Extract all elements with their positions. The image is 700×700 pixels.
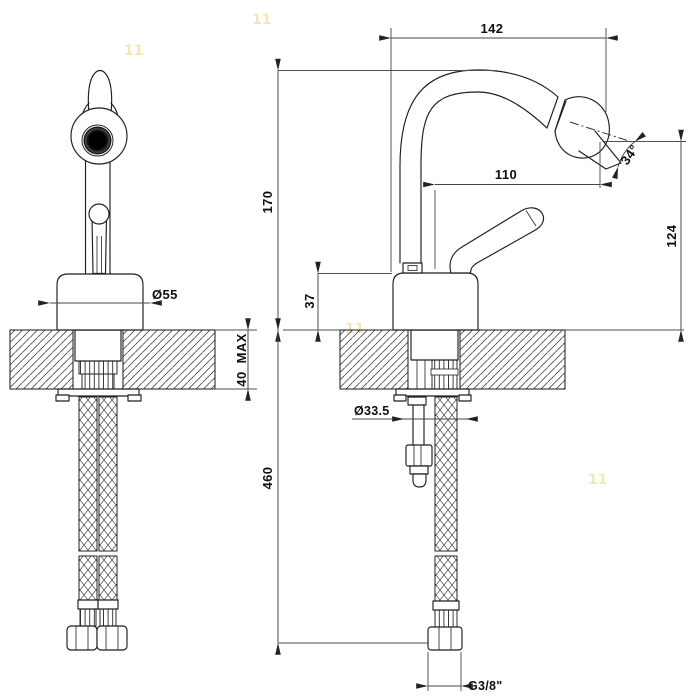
spout-joint bbox=[402, 262, 423, 274]
mounting-shank-side bbox=[393, 329, 472, 402]
dimension-40max: 40 MAX bbox=[215, 318, 257, 401]
dimension-label: 460 bbox=[260, 467, 275, 490]
supply-hose-side bbox=[427, 396, 463, 651]
body-front bbox=[56, 273, 144, 331]
dimension-label: Ø33.5 bbox=[354, 404, 390, 418]
watermark-mark: 11 bbox=[252, 12, 271, 28]
hex-nut bbox=[66, 625, 98, 651]
hex-nut bbox=[427, 626, 463, 651]
dimension-170: 170 bbox=[260, 58, 497, 342]
spout-side bbox=[399, 69, 559, 264]
dimension-33-5: Ø33.5 bbox=[352, 404, 478, 422]
dimension-55: Ø55 bbox=[38, 287, 178, 306]
dimension-label: 37 bbox=[302, 293, 317, 308]
dimension-124: 124 bbox=[604, 129, 686, 342]
dimension-label: Ø55 bbox=[152, 287, 178, 302]
watermark-mark: 11 bbox=[588, 472, 607, 488]
dimension-142: 142 bbox=[379, 21, 618, 272]
faucet-front bbox=[56, 69, 144, 331]
side-view bbox=[283, 69, 684, 651]
watermark-mark: 11 bbox=[124, 43, 143, 59]
hex-nut bbox=[96, 625, 128, 651]
deck-section-front bbox=[9, 329, 216, 390]
spray-head-side bbox=[546, 96, 633, 170]
mounting-stud bbox=[405, 396, 433, 488]
dimension-label: 170 bbox=[260, 191, 275, 214]
washer-plate bbox=[395, 388, 470, 397]
dimension-label: 110 bbox=[495, 167, 517, 182]
dimension-label: 34° bbox=[617, 142, 641, 168]
faucet-side bbox=[392, 69, 633, 331]
dimension-460: 460 bbox=[260, 318, 429, 655]
front-view bbox=[9, 69, 216, 651]
dimension-37: 37 bbox=[302, 261, 392, 342]
dimension-label: 124 bbox=[664, 224, 679, 247]
handle-front bbox=[88, 203, 110, 275]
mounting-shank-front bbox=[55, 329, 142, 402]
aerator bbox=[81, 124, 114, 157]
handle-side bbox=[449, 207, 545, 274]
dimension-label: G3/8" bbox=[468, 679, 503, 693]
washer-plate bbox=[57, 388, 140, 397]
dimension-110: 110 bbox=[423, 142, 612, 269]
spout-neck-front bbox=[84, 159, 111, 275]
body-side bbox=[392, 272, 479, 331]
supply-hoses-front bbox=[66, 396, 128, 651]
dimension-label: 142 bbox=[481, 21, 504, 36]
dimensions: 142 110 34° 170 460 37 bbox=[38, 21, 686, 693]
deck-section-side bbox=[339, 329, 566, 390]
dimension-34deg: 34° bbox=[612, 131, 646, 180]
spout-tip-front bbox=[87, 69, 113, 115]
dimension-g38: G3/8" bbox=[416, 652, 503, 693]
dimension-label: 40 MAX bbox=[234, 333, 249, 386]
